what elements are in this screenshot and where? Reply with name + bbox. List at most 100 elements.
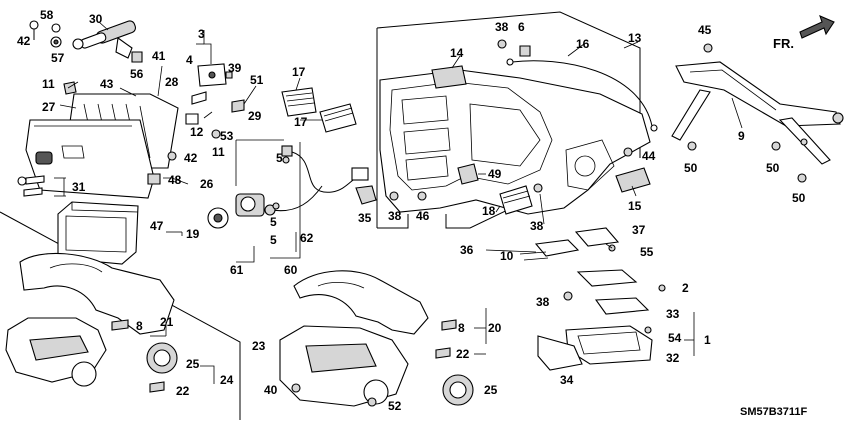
- callout-1: 1: [704, 333, 711, 347]
- callout-58: 58: [40, 8, 54, 22]
- callout-47: 47: [150, 219, 164, 233]
- callout-labels: 30 58 42 57 56 41 43 11 27 28 3 4 39 51 …: [17, 8, 808, 418]
- callout-61: 61: [230, 263, 244, 277]
- leader-lines: [54, 21, 743, 384]
- callout-12: 12: [190, 125, 204, 139]
- callout-8b: 8: [458, 321, 465, 335]
- callout-10: 10: [500, 249, 514, 263]
- callout-54: 54: [668, 331, 682, 345]
- part-4-shape: [197, 63, 227, 87]
- callout-31: 31: [72, 180, 86, 194]
- part-32-shape: [565, 297, 653, 365]
- part-17-shape-b: [319, 103, 357, 133]
- part-15-shape: [615, 167, 651, 193]
- callout-15: 15: [628, 199, 642, 213]
- part-23-shape: [279, 325, 409, 407]
- part-38-shape-a: [389, 191, 399, 201]
- callout-22b: 22: [456, 347, 470, 361]
- callout-19: 19: [186, 227, 200, 241]
- callout-29: 29: [248, 109, 262, 123]
- part-61-shape: [207, 193, 265, 229]
- part-11-shape-a: [63, 81, 77, 95]
- callout-38b: 38: [495, 20, 509, 34]
- callout-27: 27: [42, 100, 56, 114]
- callout-24: 24: [220, 373, 234, 387]
- callout-43: 43: [100, 77, 114, 91]
- callout-6: 6: [518, 20, 525, 34]
- part-49-shape: [457, 163, 479, 185]
- part-22-shape-b: [435, 347, 451, 359]
- part-27-shape: [25, 93, 179, 199]
- part-13-shape: [379, 69, 651, 215]
- part-24-shape: [5, 317, 107, 387]
- part-56-shape: [131, 51, 143, 63]
- callout-23: 23: [252, 339, 266, 353]
- callout-17b: 17: [294, 115, 308, 129]
- part-48-shape: [147, 173, 161, 185]
- part-45-shape: [703, 43, 713, 53]
- part-6-shape: [519, 45, 531, 57]
- part-8-shape-b: [441, 319, 457, 331]
- part-50-shape-c: [797, 173, 807, 183]
- part-54-shape: [644, 326, 652, 334]
- callout-62: 62: [300, 231, 314, 245]
- callout-42b: 42: [184, 151, 198, 165]
- callout-46: 46: [416, 209, 430, 223]
- callout-45: 45: [698, 23, 712, 37]
- callout-18: 18: [482, 204, 496, 218]
- callout-36: 36: [460, 243, 474, 257]
- callout-49: 49: [488, 167, 502, 181]
- part-2-shape: [576, 269, 638, 287]
- part-35-shape: [355, 185, 377, 205]
- part-38-shape-b: [497, 39, 507, 49]
- part-16-shape: [511, 60, 653, 127]
- callout-16: 16: [576, 37, 590, 51]
- callout-5a: 5: [276, 151, 283, 165]
- part-17-shape-a: [281, 87, 317, 117]
- part-44-shape: [623, 147, 633, 157]
- callout-56: 56: [130, 67, 144, 81]
- part-50-shape-b: [771, 141, 781, 151]
- part-58-shape: [51, 23, 61, 33]
- callout-2: 2: [682, 281, 689, 295]
- part-50-shape-a: [687, 141, 697, 151]
- callout-30: 30: [89, 12, 103, 26]
- front-direction-arrow: [799, 15, 835, 39]
- callout-13: 13: [628, 31, 642, 45]
- callout-37: 37: [632, 223, 646, 237]
- callout-32: 32: [666, 351, 680, 365]
- part-39-shape: [225, 71, 233, 79]
- callout-38a: 38: [388, 209, 402, 223]
- callout-50a: 50: [684, 161, 698, 175]
- part-18-shape: [499, 185, 533, 215]
- callout-11b: 11: [212, 145, 225, 159]
- part-42-shape-b: [167, 151, 177, 161]
- callout-57: 57: [51, 51, 65, 65]
- callout-55: 55: [640, 245, 654, 259]
- part-53-shape: [211, 129, 221, 139]
- part-25-shape-a: [146, 342, 178, 374]
- part-28-shape: [191, 91, 207, 105]
- part-12-shape: [185, 113, 199, 125]
- callout-53: 53: [220, 129, 234, 143]
- callout-3: 3: [198, 27, 205, 41]
- part-62-shape: [264, 145, 369, 216]
- callout-33: 33: [666, 307, 680, 321]
- part-52-shape: [367, 397, 377, 407]
- front-direction-label: FR.: [773, 36, 794, 51]
- part-34-shape: [537, 335, 583, 371]
- callout-17a: 17: [292, 65, 306, 79]
- callout-48: 48: [168, 173, 182, 187]
- callout-42: 42: [17, 34, 31, 48]
- callout-38c: 38: [530, 219, 544, 233]
- part-42-shape-a: [29, 20, 39, 40]
- callout-44: 44: [642, 149, 656, 163]
- callout-38d: 38: [536, 295, 550, 309]
- part-29-shape: [231, 99, 245, 113]
- callout-26: 26: [200, 177, 214, 191]
- part-25-shape-b: [442, 374, 474, 406]
- callout-9: 9: [738, 129, 745, 143]
- callout-34: 34: [560, 373, 574, 387]
- callout-28: 28: [165, 75, 179, 89]
- callout-5b: 5: [270, 215, 277, 229]
